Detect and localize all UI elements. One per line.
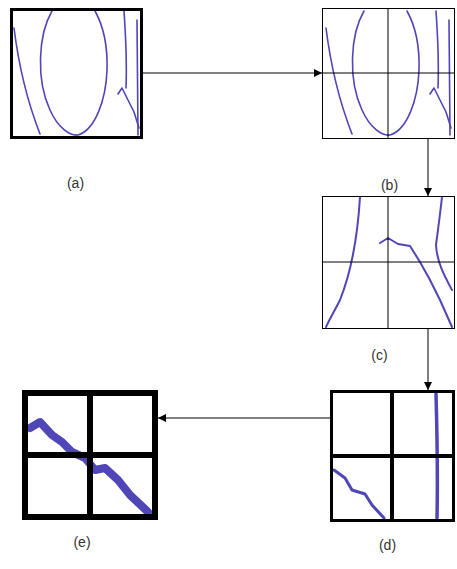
panel-label: (c) bbox=[371, 347, 387, 363]
panel-label: (a) bbox=[67, 175, 84, 191]
grid-lines bbox=[22, 8, 455, 522]
grid-line bbox=[322, 73, 455, 74]
panel-label: (e) bbox=[73, 534, 90, 550]
quadtree-box: (c) bbox=[322, 196, 455, 329]
quadtree-box: (e) bbox=[22, 390, 158, 520]
left-stroke bbox=[14, 28, 40, 134]
left-stroke bbox=[326, 28, 352, 134]
jagged-stroke bbox=[118, 88, 139, 128]
quadtree-box: (b) bbox=[322, 8, 455, 139]
step-arrow bbox=[428, 139, 429, 196]
panel-label: (b) bbox=[381, 177, 398, 193]
edge-stroke bbox=[137, 20, 138, 135]
jagged-stroke bbox=[380, 238, 452, 327]
quadtree-box: (d) bbox=[330, 390, 455, 522]
right-stroke bbox=[436, 197, 452, 290]
stroke-group bbox=[14, 11, 452, 518]
right-stroke bbox=[436, 11, 438, 88]
quadtree-box: (a) bbox=[10, 8, 143, 139]
grid-line bbox=[22, 452, 158, 458]
step-arrow bbox=[428, 329, 429, 390]
grid-line bbox=[322, 262, 455, 263]
sketch-strokes bbox=[14, 11, 139, 135]
step-arrow bbox=[143, 73, 322, 74]
oval-stroke bbox=[40, 11, 107, 135]
jagged-stroke bbox=[334, 470, 384, 518]
jagged-stroke bbox=[430, 88, 451, 128]
right-stroke bbox=[124, 11, 126, 88]
step-arrow bbox=[158, 418, 330, 419]
grid-line bbox=[330, 454, 455, 458]
panel-label: (d) bbox=[379, 537, 396, 553]
edge-stroke bbox=[449, 20, 450, 135]
